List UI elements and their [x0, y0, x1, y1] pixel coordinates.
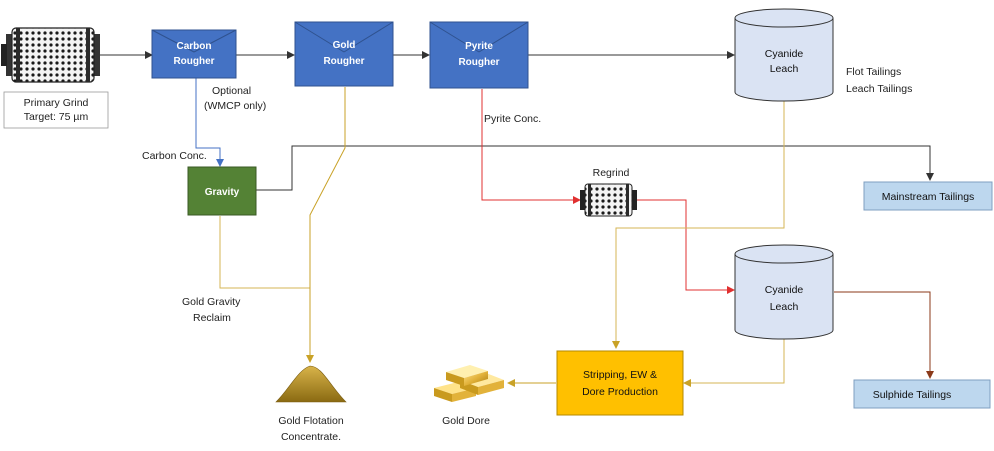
flow-carbon-to-gravity: [195, 77, 224, 167]
gold-flotation-concentrate-label: Concentrate.: [281, 431, 341, 443]
mainstream-tailings-label: Mainstream Tailings: [882, 191, 975, 203]
gold-bars-icon: [434, 365, 504, 402]
gold-rougher-label-2: Rougher: [323, 56, 364, 67]
regrind-mill: [580, 183, 637, 217]
flot-tailings-label: Flot Tailings: [846, 66, 901, 78]
gold-concentrate-heap-icon: [275, 365, 347, 403]
stripping-label-1: Stripping, EW &: [583, 369, 657, 381]
gravity-unit: Gravity: [187, 166, 257, 216]
primary-grind-label-box: [3, 91, 109, 129]
gold-rougher-label-1: Gold: [333, 40, 356, 51]
primary-grind-label: Primary Grind: [24, 97, 89, 109]
carbon-rougher-cell: Carbon Rougher: [151, 29, 237, 79]
gravity-label: Gravity: [205, 187, 240, 198]
flow-lines: [100, 51, 934, 387]
carbon-rougher-label-2: Rougher: [173, 56, 214, 67]
primary-grind-mill: [1, 27, 100, 83]
carbon-conc-label: Carbon Conc.: [142, 150, 207, 162]
wmcp-only-label: (WMCP only): [204, 100, 266, 112]
flow-gold-rougher-to-concentrate: [306, 87, 346, 363]
flow-leach-to-stripping: [612, 101, 785, 349]
flow-gravity-to-mainstream: [256, 145, 934, 191]
cyanide-leach-bottom-label-2: Leach: [770, 301, 799, 313]
mainstream-tailings-box: Mainstream Tailings: [863, 181, 993, 211]
flow-gravity-reclaim: [219, 216, 310, 289]
cyanide-leach-bottom-label-1: Cyanide: [765, 284, 804, 296]
primary-grind-target: Target: 75 µm: [24, 111, 89, 123]
optional-label: Optional: [212, 85, 251, 97]
pyrite-rougher-label-2: Rougher: [458, 57, 499, 68]
stripping-ew-box: Stripping, EW & Dore Production: [556, 350, 684, 416]
flow-bottom-leach-to-stripping: [683, 338, 785, 387]
gold-dore-label: Gold Dore: [442, 415, 490, 427]
cyanide-leach-top-label-1: Cyanide: [765, 48, 804, 60]
sulphide-tailings-box: Sulphide Tailings: [853, 379, 991, 409]
flow-regrind-to-leach: [636, 199, 735, 294]
leach-tailings-label: Leach Tailings: [846, 83, 912, 95]
stripping-label-2: Dore Production: [582, 386, 658, 398]
cyanide-leach-tank-top: Cyanide Leach: [734, 8, 834, 102]
gold-flotation-label: Gold Flotation: [278, 415, 344, 427]
pyrite-rougher-label-1: Pyrite: [465, 41, 493, 52]
cyanide-leach-tank-bottom: Cyanide Leach: [734, 244, 834, 340]
pyrite-rougher-cell: Pyrite Rougher: [429, 21, 529, 89]
gold-gravity-label: Gold Gravity: [182, 296, 241, 308]
flow-leach-to-sulphide: [834, 291, 934, 379]
cyanide-leach-top-label-2: Leach: [770, 63, 799, 75]
gold-gravity-reclaim-label: Reclaim: [193, 312, 231, 324]
regrind-label: Regrind: [593, 167, 630, 179]
sulphide-tailings-label: Sulphide Tailings: [873, 389, 952, 401]
flow-pyrite-to-regrind: [481, 89, 581, 204]
gold-rougher-cell: Gold Rougher: [294, 21, 394, 87]
pyrite-conc-label: Pyrite Conc.: [484, 113, 541, 125]
carbon-rougher-label-1: Carbon: [177, 41, 212, 52]
